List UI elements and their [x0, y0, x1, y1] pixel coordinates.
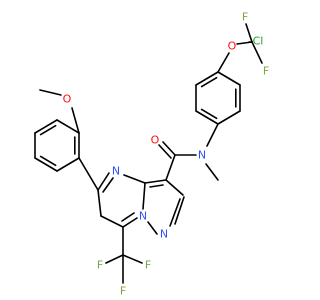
bond-pyrimidine	[100, 215, 124, 228]
atom-n-pyrimidine: N	[112, 165, 120, 178]
bond-pyrazole	[144, 179, 167, 184]
bond-pyrimidine-inner	[102, 177, 114, 193]
atom-n-bridgehead: N	[139, 210, 147, 223]
bond-o-methyl	[39, 89, 62, 96]
atom-o-methoxy: O	[63, 93, 72, 106]
bond-pyrimidine	[122, 217, 138, 228]
bond-ring-a	[195, 110, 219, 125]
bond-c-o-methoxy	[71, 107, 80, 134]
bond-ring-b	[56, 157, 80, 172]
atom-o-difluoromethoxy: O	[228, 40, 237, 53]
bond-pyrazole-inner	[149, 184, 164, 188]
bond-ring-b-inner	[39, 155, 57, 167]
atom-f-cf3-left: F	[97, 259, 103, 272]
bond-ring-b-inner	[39, 124, 57, 136]
bond-layer	[34, 23, 263, 284]
atom-f-cf3-bottom: F	[120, 285, 126, 298]
bond-ring-a-inner	[200, 108, 218, 120]
bond-c-f	[122, 254, 143, 264]
atom-f-cf3-right: F	[145, 259, 151, 272]
bond-pyrimidine-inner	[121, 212, 135, 222]
bond-c-f	[251, 41, 263, 64]
molecule-diagram: Cl F F O O O N N N N F F F	[34, 10, 270, 298]
bond-c-f	[245, 23, 253, 43]
bond-ring-b	[34, 119, 58, 134]
atom-label-layer: Cl F F O O O N N N N F F F	[63, 11, 270, 298]
bond-ring-a	[195, 71, 219, 86]
bond-ring-b	[34, 157, 58, 172]
atom-n-amide: N	[198, 149, 206, 162]
bond-c-o-double-inner	[158, 144, 172, 159]
bond-ring-a	[217, 71, 241, 86]
atom-cl: Cl	[253, 35, 264, 48]
atom-o-carbonyl: O	[151, 134, 160, 147]
bond-pyrimidine	[123, 174, 146, 184]
bond-n-aryl	[206, 123, 219, 147]
bond-c-o	[217, 52, 230, 73]
atom-n-pyrazole: N	[160, 228, 168, 241]
bond-pyrazole	[147, 221, 158, 235]
bond-ring-b	[56, 119, 80, 134]
atom-f-top: F	[242, 11, 248, 24]
bond-co-ring	[165, 154, 176, 181]
bond-pyrazole	[142, 182, 146, 210]
bond-c-f	[105, 254, 124, 264]
structure-svg: Cl F F O O O N N N N F F F	[34, 11, 270, 298]
bond-pyrimidine	[97, 172, 110, 191]
bond-pyrimidine	[97, 189, 102, 217]
bond-aryl-pyrimidine	[78, 157, 99, 191]
atom-f-right: F	[263, 65, 269, 78]
bond-n-methyl	[205, 163, 219, 181]
bond-pyrazole	[169, 198, 181, 227]
bond-pyrazole-inner	[174, 196, 185, 225]
bond-pyrazole	[165, 179, 184, 196]
bond-ring-a-inner	[200, 76, 218, 88]
bond-ring-a	[217, 110, 241, 125]
bond-c-o-double	[162, 141, 176, 156]
